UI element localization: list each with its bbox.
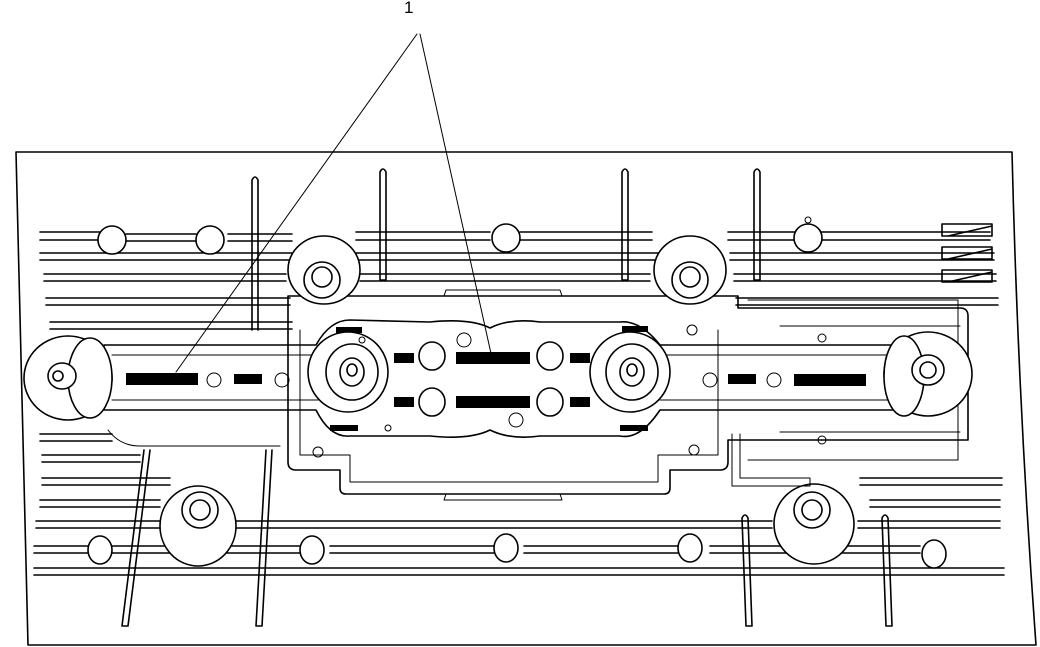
callout-label-1: 1 [404,0,414,17]
mounting-pins [87,216,947,569]
left-end-bearing [23,335,113,421]
top-left-grommet [287,235,361,305]
panel-outline [15,151,1037,646]
top-right-grommet [653,235,727,305]
callout-leaders [175,33,493,373]
bottom-right-grommet [773,483,855,565]
black-markers [126,326,866,431]
bottom-left-grommet [159,485,237,567]
detail-lines [107,289,961,501]
left-center-bearing [307,331,389,413]
central-carrier-plate [287,295,969,495]
right-end-bearing [883,331,973,417]
right-center-bearing [589,331,671,413]
vent-slots [941,223,993,283]
vertical-rods [121,168,893,627]
top-ribs [39,231,999,330]
